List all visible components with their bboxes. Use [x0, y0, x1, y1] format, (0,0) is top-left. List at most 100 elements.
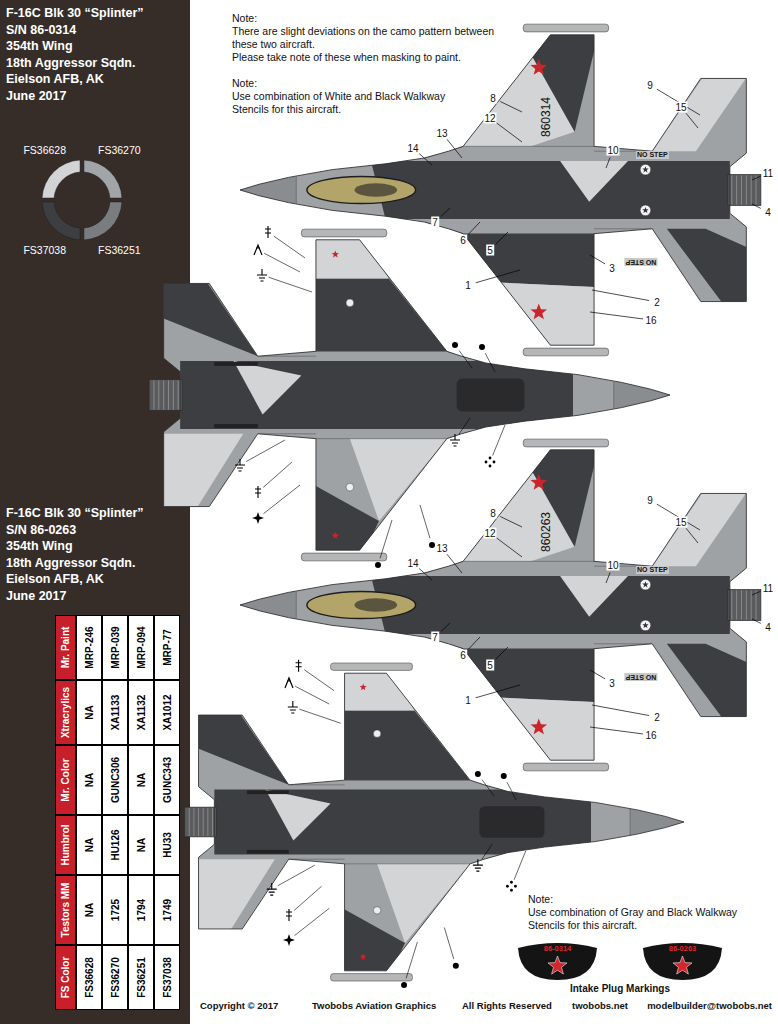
callout-number: 12	[483, 528, 496, 539]
callout-leaders	[419, 89, 761, 734]
table-cell: HU33	[154, 815, 180, 875]
table-cell: FS36628	[76, 945, 102, 1010]
legend-label: FS36251	[98, 244, 141, 256]
callout-number: 16	[644, 315, 657, 326]
table-cell: NA	[128, 815, 154, 875]
footer-text: Twobobs Aviation Graphics	[312, 1000, 436, 1011]
aircraft-info-line: 354th Wing	[6, 39, 73, 54]
legend-swatch	[42, 160, 80, 198]
aircraft-info-line: S/N 86-0263	[6, 523, 76, 538]
table-cell: NA	[76, 745, 102, 815]
callout-number: 13	[435, 128, 448, 139]
table-cell: MRP-039	[102, 615, 128, 680]
aircraft-top-view	[240, 438, 761, 772]
aircraft-info-line: June 2017	[6, 589, 66, 604]
callout-number: 6	[459, 235, 467, 246]
table-cell: FS36270	[102, 945, 128, 1010]
footer-text: modelbuilder@twobobs.net	[647, 1000, 772, 1011]
stencil-text: NO STEP	[625, 673, 658, 681]
callout-number: 7	[431, 632, 439, 643]
aircraft-info-line: Eielson AFB, AK	[6, 72, 104, 87]
intake-serial: 86-0314	[515, 945, 600, 953]
callout-number: 1	[464, 280, 472, 291]
callout-number: 11	[762, 583, 774, 594]
callout-number: 4	[764, 207, 772, 218]
aircraft-info-line: 18th Aggressor Sqdn.	[6, 56, 135, 71]
intake-plug: 86-0314	[515, 939, 600, 981]
callout-number: 14	[406, 558, 419, 569]
note-text: Note:	[528, 893, 553, 906]
callout-number: 9	[646, 495, 654, 506]
table-header: Humbrol	[55, 815, 76, 875]
callout-number: 15	[674, 517, 687, 528]
callout-number: 5	[486, 245, 494, 256]
table-cell: XA1012	[154, 680, 180, 745]
callout-number: 7	[431, 217, 439, 228]
table-cell: 1794	[128, 875, 154, 945]
sidebar-panel	[0, 0, 190, 1024]
aircraft-info-line: June 2017	[6, 89, 66, 104]
legend-swatch	[84, 202, 122, 240]
legend-label: FS36628	[23, 144, 66, 156]
legend-label: FS37038	[23, 244, 66, 256]
table-cell: FS36251	[128, 945, 154, 1010]
aircraft-info-line: S/N 86-0314	[6, 23, 76, 38]
intake-plug: 86-0263	[640, 939, 725, 981]
callout-number: 16	[644, 730, 657, 741]
note-text: Use combination of Gray and Black Walkwa…	[528, 906, 753, 932]
aircraft-info-line: 354th Wing	[6, 539, 73, 554]
callout-number: 15	[674, 102, 687, 113]
table-header: Mr. Paint	[55, 615, 76, 680]
table-header: Mr. Color	[55, 745, 76, 815]
table-cell: MRP-246	[76, 615, 102, 680]
caption-text: Intake Plug Markings	[570, 983, 670, 994]
stencil-text: NO STEP	[636, 566, 669, 574]
stencil-text: NO STEP	[625, 258, 658, 266]
legend-swatch	[42, 202, 80, 240]
callout-number: 8	[489, 508, 497, 519]
note-text: Note:	[232, 77, 257, 90]
callout-number: 14	[406, 143, 419, 154]
table-header: FS Color	[55, 945, 76, 1010]
note-text: Note:	[232, 12, 257, 25]
color-legend	[0, 0, 190, 280]
callout-number: 5	[486, 660, 494, 671]
table-cell: NA	[76, 680, 102, 745]
table-cell: GUNC306	[102, 745, 128, 815]
aircraft-info-line: F-16C Blk 30 “Splinter”	[6, 506, 144, 521]
callout-number: 13	[435, 543, 448, 554]
callout-number: 2	[653, 712, 661, 723]
paint-table: FS ColorTestors MMHumbrolMr. ColorXtracr…	[55, 615, 180, 1010]
footer-text: twobobs.net	[572, 1000, 628, 1011]
aircraft-info-line: Eielson AFB, AK	[6, 572, 104, 587]
callout-number: 12	[483, 113, 496, 124]
footer-text: Copyright © 2017	[200, 1000, 278, 1011]
aircraft-info-line: F-16C Blk 30 “Splinter”	[6, 6, 144, 21]
table-cell: XA1132	[128, 680, 154, 745]
aircraft-bottom-view	[185, 662, 684, 982]
table-cell: XA1133	[102, 680, 128, 745]
callout-number: 10	[606, 145, 619, 156]
table-cell: MRP-094	[128, 615, 154, 680]
table-cell: NA	[76, 875, 102, 945]
table-cell: NA	[76, 815, 102, 875]
callout-number: 3	[608, 678, 616, 689]
callout-number: 1	[464, 695, 472, 706]
table-cell: GUNC343	[154, 745, 180, 815]
stencil-symbols	[235, 226, 526, 988]
table-cell: 1725	[102, 875, 128, 945]
callout-number: 9	[646, 80, 654, 91]
stencil-text: NO STEP	[636, 151, 669, 159]
serial-marking: 860314	[540, 95, 553, 139]
callout-number: 10	[606, 560, 619, 571]
table-cell: MRP-77	[154, 615, 180, 680]
serial-marking: 860263	[540, 510, 553, 554]
footer-text: All Rights Reserved	[462, 1000, 552, 1011]
callout-number: 2	[653, 297, 661, 308]
legend-label: FS36270	[98, 144, 141, 156]
note-text: There are slight deviations on the camo …	[232, 25, 502, 51]
callout-number: 6	[459, 650, 467, 661]
intake-serial: 86-0263	[640, 945, 725, 953]
table-cell: HU126	[102, 815, 128, 875]
